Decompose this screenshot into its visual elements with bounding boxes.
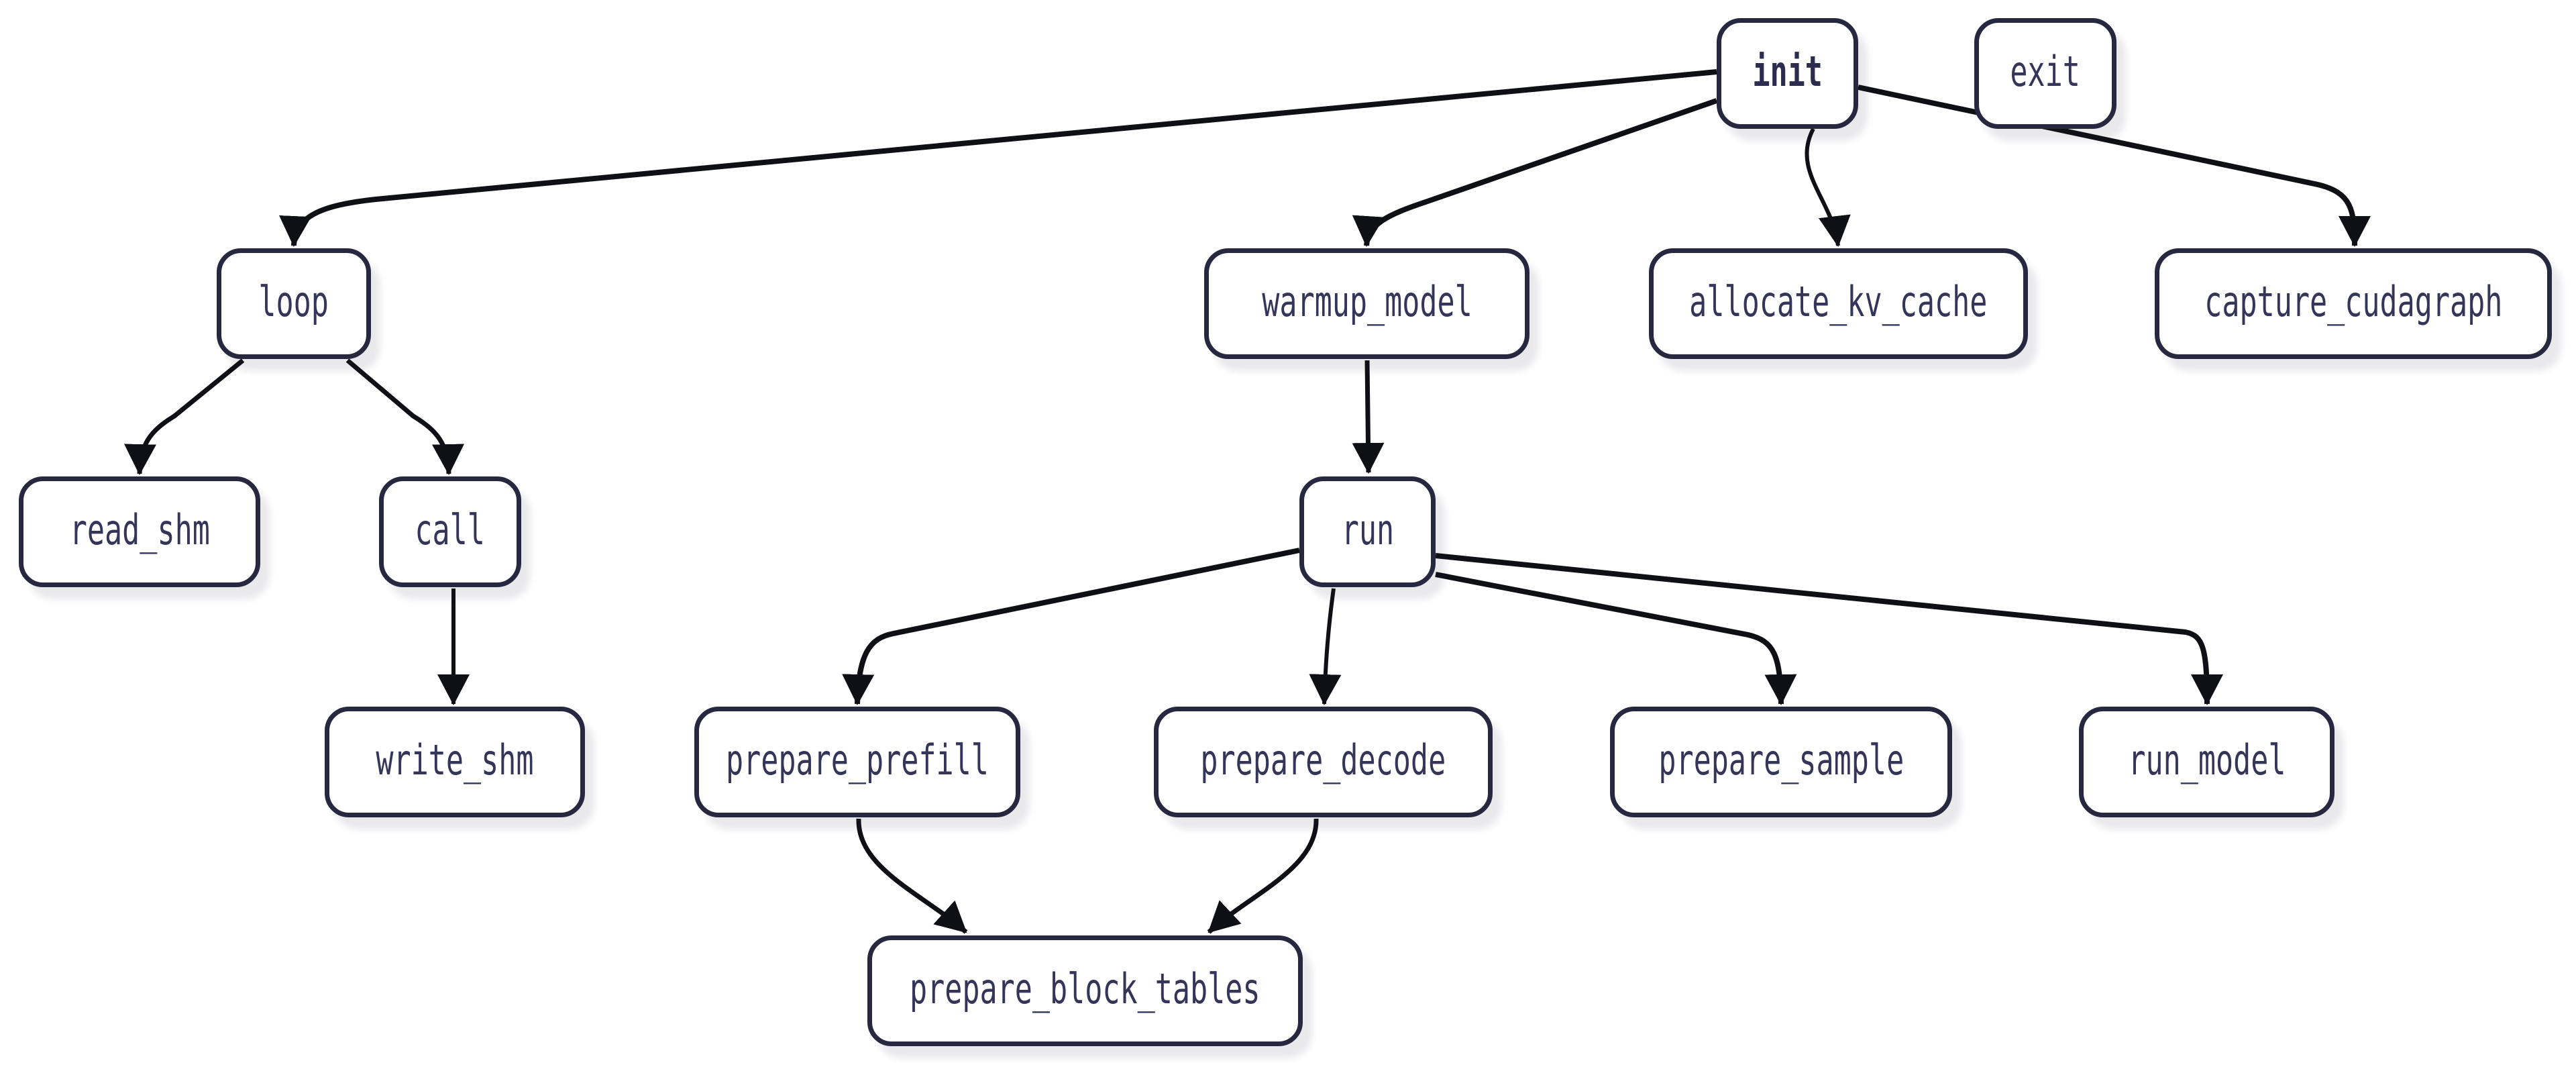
node-label: capture_cudagraph bbox=[2204, 276, 2503, 326]
node-label: warmup_model bbox=[1261, 276, 1472, 326]
node-capture_cudagraph: capture_cudagraph bbox=[2155, 248, 2552, 359]
edge-warmup_model-run bbox=[1352, 360, 1385, 474]
node-allocate_kv_cache: allocate_kv_cache bbox=[1649, 248, 2028, 359]
node-warmup_model: warmup_model bbox=[1204, 248, 1529, 359]
node-label: call bbox=[415, 505, 486, 554]
edge-init-loop bbox=[279, 69, 1717, 247]
node-label: write_shm bbox=[376, 735, 534, 784]
node-prepare_prefill: prepare_prefill bbox=[694, 707, 1020, 817]
node-label: loop bbox=[258, 276, 329, 326]
node-label: prepare_block_tables bbox=[910, 964, 1260, 1013]
node-label: exit bbox=[2010, 46, 2081, 96]
node-label: prepare_prefill bbox=[726, 735, 989, 784]
edge-run-prepare_prefill bbox=[842, 548, 1300, 705]
edge-prepare_decode-prepare_block_tables bbox=[1207, 818, 1319, 934]
node-label: run bbox=[1341, 505, 1394, 554]
edge-init-warmup_model bbox=[1352, 98, 1718, 247]
node-run: run bbox=[1299, 476, 1436, 587]
edge-run-prepare_sample bbox=[1435, 572, 1797, 705]
node-label: allocate_kv_cache bbox=[1689, 276, 1988, 326]
edge-run-run_model bbox=[1435, 553, 2223, 705]
node-label: read_shm bbox=[69, 505, 210, 554]
node-write_shm: write_shm bbox=[325, 707, 585, 817]
node-prepare_decode: prepare_decode bbox=[1154, 707, 1493, 817]
edge-loop-read_shm bbox=[124, 358, 245, 475]
node-label: run_model bbox=[2127, 735, 2286, 784]
node-call: call bbox=[379, 476, 521, 587]
node-read_shm: read_shm bbox=[19, 476, 260, 587]
node-loop: loop bbox=[217, 248, 371, 359]
node-label: prepare_decode bbox=[1200, 735, 1446, 784]
node-prepare_block_tables: prepare_block_tables bbox=[867, 935, 1303, 1046]
edge-run-prepare_decode bbox=[1309, 588, 1342, 705]
edge-init-allocate_kv_cache bbox=[1805, 128, 1851, 247]
edge-loop-call bbox=[345, 358, 464, 475]
node-init: init bbox=[1717, 18, 1858, 129]
node-exit: exit bbox=[1974, 18, 2116, 129]
edge-prepare_prefill-prepare_block_tables bbox=[856, 818, 968, 934]
node-label: prepare_sample bbox=[1658, 735, 1904, 784]
edge-init-capture_cudagraph bbox=[1858, 85, 2371, 247]
node-label: init bbox=[1752, 46, 1823, 96]
node-run_model: run_model bbox=[2079, 707, 2334, 817]
node-prepare_sample: prepare_sample bbox=[1610, 707, 1952, 817]
